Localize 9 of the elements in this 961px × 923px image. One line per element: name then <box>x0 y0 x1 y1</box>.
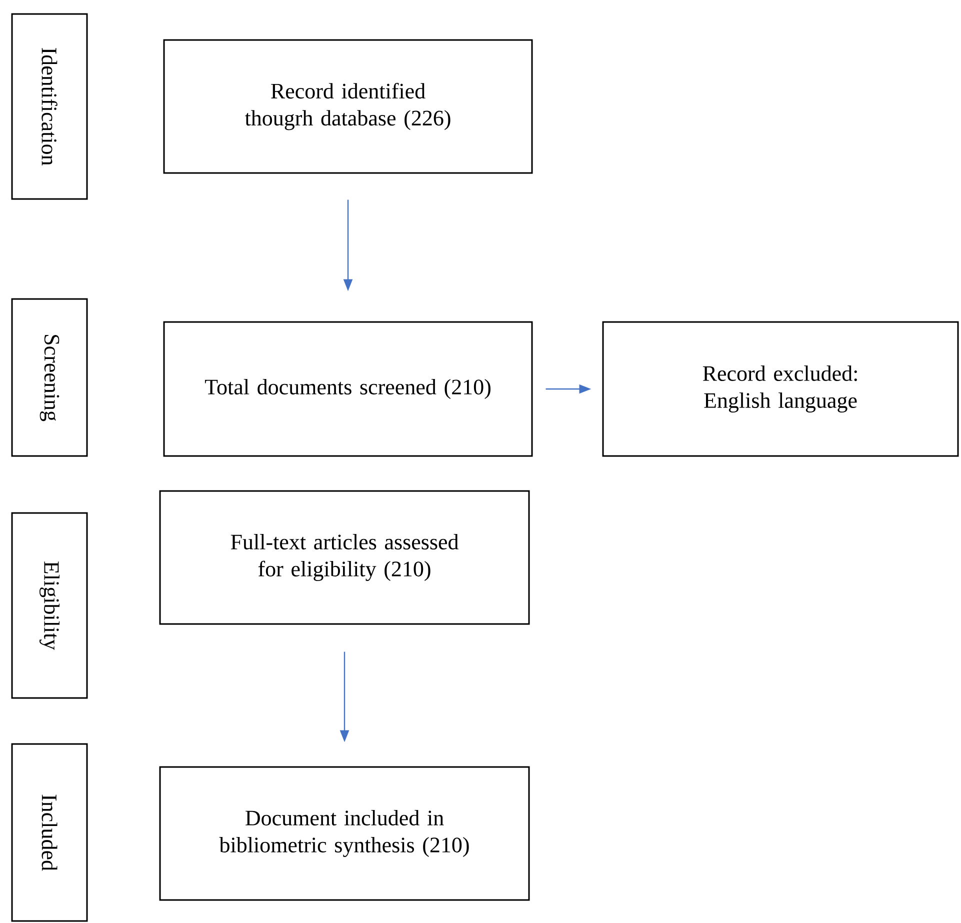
stage-label: Identification <box>11 13 88 200</box>
process-box: Full-text articles assessed for eligibility (210) <box>159 490 530 625</box>
process-box: Total documents screened (210) <box>163 321 533 457</box>
stage-label: Screening <box>11 298 88 457</box>
process-box: Document included in bibliometric synthesis (210) <box>159 766 530 901</box>
stage-label: Eligibility <box>11 512 88 699</box>
stage-label: Included <box>11 743 88 922</box>
process-box: Record excluded: English language <box>602 321 959 457</box>
process-box: Record identified thougrh database (226) <box>163 39 533 174</box>
